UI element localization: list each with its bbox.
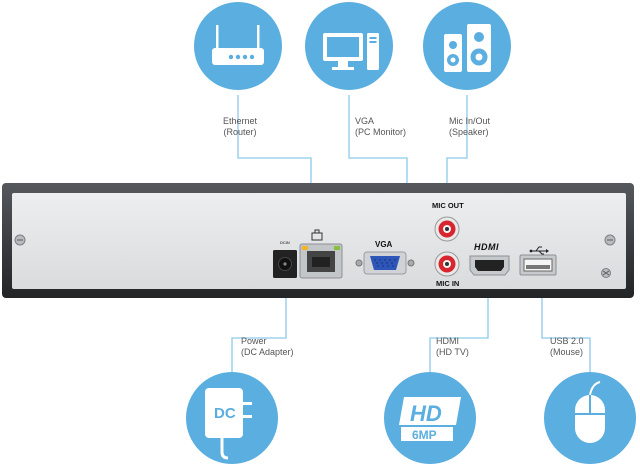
speaker-icon: [444, 24, 491, 72]
panel-screws: [14, 234, 616, 278]
hd-badge-text: HD: [410, 401, 442, 426]
panel-dcin-label: DCIN: [280, 240, 290, 245]
usb-line: [541, 278, 591, 372]
mouse-icon: [575, 381, 605, 443]
ethernet-label-line2: (Router): [223, 127, 257, 137]
hdmi-label-line2: (HD TV): [436, 347, 469, 357]
dc-power-jack: [273, 250, 297, 278]
panel-mic-out-label: MIC OUT: [432, 201, 464, 210]
vga-port: [355, 251, 415, 275]
ethernet-label: Ethernet (Router): [212, 116, 268, 138]
hdmi-line: [429, 280, 489, 372]
usb-port: [519, 246, 557, 276]
ethernet-circle: [194, 2, 282, 90]
ethernet-port: [299, 229, 343, 279]
usb-label-line1: USB 2.0: [550, 336, 584, 346]
panel-mic-in-label: MIC IN: [436, 279, 460, 288]
usb-symbol: [532, 246, 546, 255]
dc-adapter-icon: [205, 388, 252, 460]
hdmi-label-line1: HDMI: [436, 336, 459, 346]
nvr-panel: [2, 183, 634, 298]
usb-label: USB 2.0 (Mouse): [550, 336, 610, 358]
hd-tv-icon: [399, 397, 461, 441]
hdmi-label: HDMI (HD TV): [436, 336, 496, 358]
panel-hdmi-label: HDMI: [474, 242, 499, 252]
power-label-line2: (DC Adapter): [241, 347, 294, 357]
hd-6mp-text: 6MP: [412, 428, 437, 442]
hdmi-port: [469, 255, 510, 276]
panel-vga-label: VGA: [375, 240, 393, 249]
power-line: [231, 278, 287, 372]
power-label-line1: Power: [241, 336, 267, 346]
dc-badge-text: DC: [214, 405, 236, 422]
vga-label-line2: (PC Monitor): [355, 127, 407, 137]
vga-label-line1: VGA: [355, 116, 375, 126]
mic-label-line1: Mic In/Out: [449, 116, 491, 126]
mic-out-jack: [434, 216, 460, 242]
mic-label-line2: (Speaker): [449, 127, 489, 137]
pc-monitor-icon: [323, 33, 379, 70]
router-icon: [212, 25, 264, 65]
vga-label: VGA (PC Monitor): [355, 116, 435, 138]
power-label: Power (DC Adapter): [241, 336, 313, 358]
mic-in-jack: [434, 251, 460, 277]
ethernet-label-line1: Ethernet: [222, 116, 258, 126]
mic-label: Mic In/Out (Speaker): [449, 116, 521, 138]
usb-label-line2: (Mouse): [550, 347, 584, 357]
